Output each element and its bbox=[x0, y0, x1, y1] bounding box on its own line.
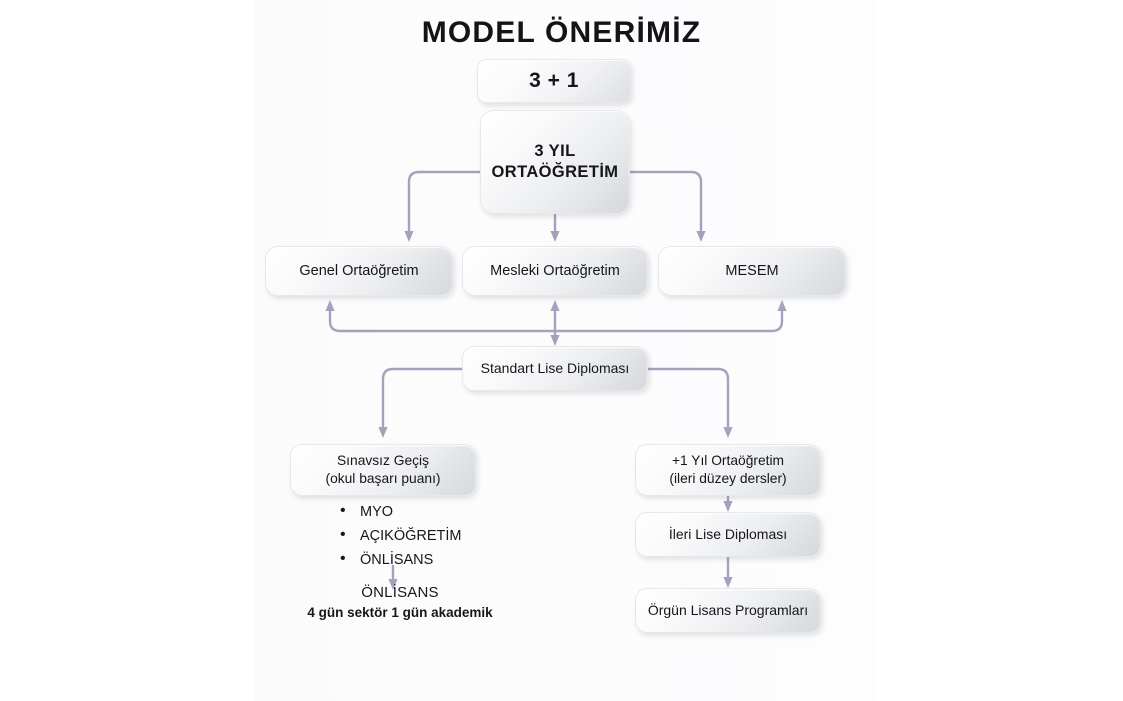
left-branch-outcome-block: MYO AÇIKÖĞRETİM ÖNLİSANS ÖNLİSANS 4 gün … bbox=[300, 499, 500, 620]
onlisans-outcome-caption: 4 gün sektör 1 gün akademik bbox=[307, 605, 493, 620]
node-mesem-label: MESEM bbox=[725, 262, 779, 279]
node-orgun-label: Örgün Lisans Programları bbox=[647, 601, 809, 618]
node-genel-ortaogretim[interactable]: Genel Ortaöğretim bbox=[265, 246, 453, 296]
list-item: AÇIKÖĞRETİM bbox=[338, 523, 500, 548]
node-root-line1: 3 YIL bbox=[534, 141, 576, 160]
node-mesem[interactable]: MESEM bbox=[658, 246, 846, 296]
badge-label: 3 + 1 bbox=[529, 68, 579, 92]
badge-3-plus-1[interactable]: 3 + 1 bbox=[477, 59, 631, 103]
node-genel-label: Genel Ortaöğretim bbox=[299, 262, 419, 279]
node-root-line2: ORTAÖĞRETİM bbox=[491, 163, 619, 181]
node-sinavsiz-gecis[interactable]: Sınavsız Geçiş (okul başarı puanı) bbox=[290, 444, 476, 496]
node-root-3-yil-ortaogretim[interactable]: 3 YIL ORTAÖĞRETİM bbox=[480, 110, 630, 214]
node-mesleki-label: Mesleki Ortaöğretim bbox=[490, 262, 620, 279]
node-sinavsiz-line2: (okul başarı puanı) bbox=[325, 471, 441, 486]
node-standart-lise-diplomasi[interactable]: Standart Lise Diploması bbox=[462, 346, 648, 391]
node-sinavsiz-line1: Sınavsız Geçiş bbox=[336, 453, 429, 469]
page-title: MODEL ÖNERİMİZ bbox=[421, 16, 702, 49]
list-item: MYO bbox=[338, 499, 500, 524]
onlisans-outcome-label: ÖNLİSANS bbox=[361, 584, 439, 601]
node-plus1-line1: +1 Yıl Ortaöğretim bbox=[671, 453, 785, 469]
node-standart-label: Standart Lise Diploması bbox=[480, 359, 630, 376]
node-plus-1-yil-ortaogretim[interactable]: +1 Yıl Ortaöğretim (ileri düzey dersler) bbox=[635, 444, 821, 496]
node-orgun-lisans-programlari[interactable]: Örgün Lisans Programları bbox=[635, 588, 821, 633]
node-ileri-lise-diplomasi[interactable]: İleri Lise Diploması bbox=[635, 512, 821, 557]
list-item: ÖNLİSANS bbox=[338, 547, 500, 572]
bullet-list: MYO AÇIKÖĞRETİM ÖNLİSANS bbox=[338, 499, 500, 572]
node-ileri-diploma-label: İleri Lise Diploması bbox=[668, 525, 788, 542]
node-plus1-line2: (ileri düzey dersler) bbox=[669, 471, 787, 486]
node-mesleki-ortaogretim[interactable]: Mesleki Ortaöğretim bbox=[462, 246, 648, 296]
